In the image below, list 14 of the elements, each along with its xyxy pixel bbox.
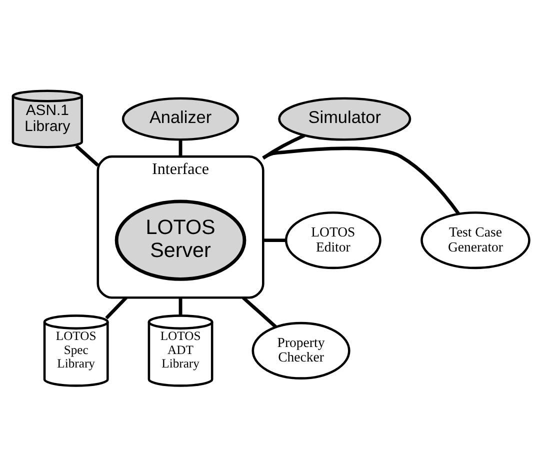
connector (242, 296, 278, 328)
node-ellipse: LOTOS Editor (284, 212, 382, 270)
connector (105, 296, 128, 320)
node-ellipse: LOTOS Server (114, 200, 246, 281)
connector (263, 238, 286, 242)
connector (262, 134, 306, 160)
connector (262, 146, 460, 216)
node-ellipse: Test Case Generator (420, 212, 530, 270)
node-ellipse: Analizer (122, 97, 240, 141)
connector (75, 144, 100, 167)
connector (178, 298, 182, 316)
node-ellipse: Simulator (278, 97, 412, 141)
connector (178, 140, 182, 157)
node-ellipse: Property Checker (252, 322, 350, 380)
